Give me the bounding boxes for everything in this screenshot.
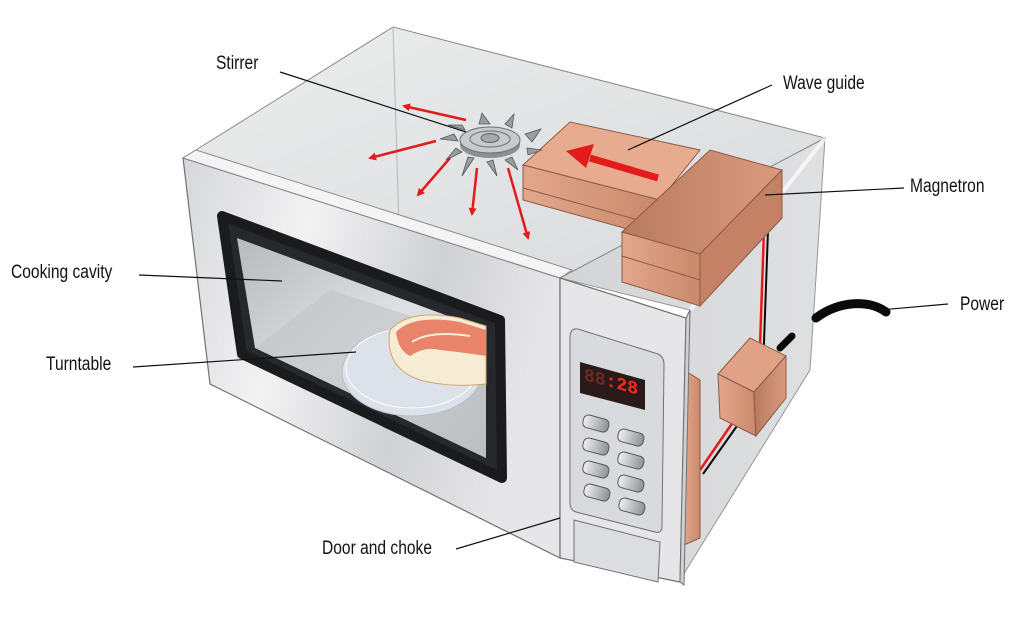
label-turntable: Turntable: [46, 354, 112, 375]
magnetron: [621, 149, 783, 308]
window-bezel-edge: [217, 211, 507, 483]
keypad-bezel: [569, 328, 665, 533]
transformer-box: [717, 337, 787, 438]
front-top-lip: [181, 149, 574, 279]
keypad-button[interactable]: [617, 451, 645, 470]
stirrer-fan: [439, 112, 543, 177]
label-power: Power: [960, 294, 1005, 315]
keypad-button[interactable]: [618, 497, 646, 516]
power-cable: [811, 299, 891, 323]
leader-power: [879, 303, 949, 311]
cable-stub: [776, 332, 796, 352]
keypad: [582, 414, 646, 516]
label-stirrer: Stirrer: [216, 53, 259, 74]
leader-magnetron: [764, 187, 905, 196]
door-release-plate: [573, 519, 661, 583]
label-wave-guide: Wave guide: [783, 73, 865, 94]
scatter-arrow: [368, 139, 437, 161]
leader-wave-guide: [627, 84, 773, 151]
leader-stirrer: [279, 71, 467, 133]
front-right-edge: [679, 309, 691, 586]
leader-turntable: [132, 351, 357, 368]
clock-display: [580, 362, 645, 410]
microwave-direction-arrow: [566, 144, 659, 182]
scatter-arrow: [506, 167, 531, 240]
scatter-arrow: [416, 157, 451, 197]
leader-cooking-cavity: [138, 274, 283, 282]
label-magnetron: Magnetron: [910, 176, 985, 197]
keypad-button[interactable]: [582, 437, 610, 456]
label-door-and-choke: Door and choke: [322, 538, 433, 559]
food-item: [388, 314, 487, 386]
keypad-button[interactable]: [617, 428, 645, 447]
wave-scatter-arrows: [368, 103, 531, 240]
leader-door-and-choke: [455, 517, 561, 550]
scatter-arrow: [468, 167, 479, 216]
scatter-arrow: [402, 103, 467, 122]
keypad-button[interactable]: [582, 414, 610, 433]
keypad-button[interactable]: [617, 474, 645, 493]
keypad-button[interactable]: [583, 483, 611, 502]
keypad-button[interactable]: [582, 460, 610, 479]
label-cooking-cavity: Cooking cavity: [11, 262, 113, 283]
leader-lines: [132, 71, 949, 550]
